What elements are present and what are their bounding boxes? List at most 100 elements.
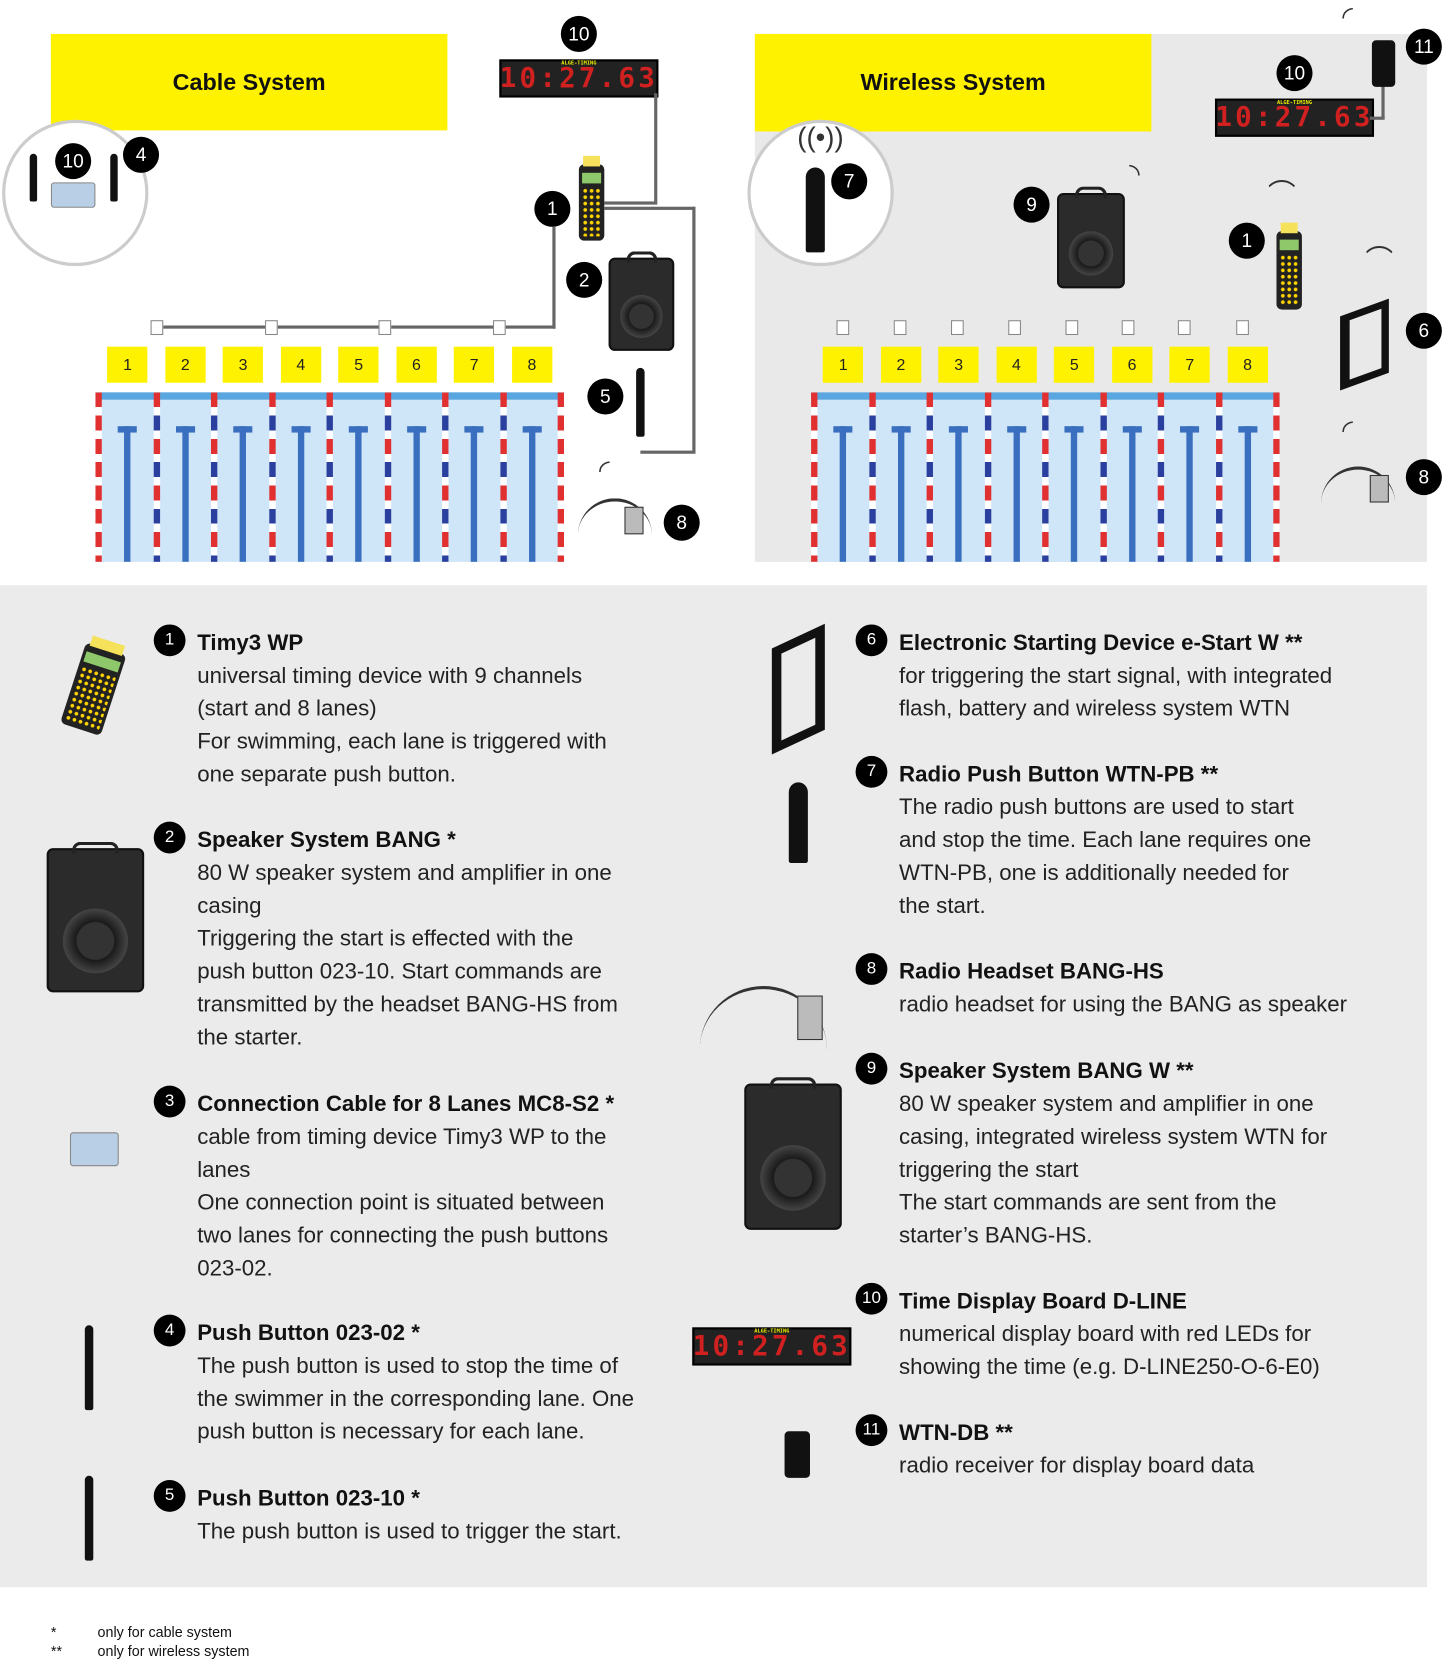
connection-point	[893, 320, 907, 336]
item-description-line: numerical display board with red LEDs fo…	[899, 1322, 1312, 1347]
item-description-line: (start and 8 lanes)	[197, 696, 377, 721]
speaker-icon	[46, 841, 145, 993]
item-description-line: transmitted by the headset BANG-HS from	[197, 992, 618, 1017]
connection-point	[1065, 320, 1079, 336]
item-description-line: triggering the start	[899, 1157, 1079, 1183]
wifi-icon: ◜	[599, 453, 610, 486]
pool	[811, 392, 1280, 562]
wifi-icon: ◜	[1342, 0, 1353, 32]
lane-number: 1	[822, 346, 864, 383]
lane-marking	[413, 426, 420, 562]
headset-icon	[1321, 466, 1396, 524]
item-description-line: the starter.	[197, 1025, 303, 1050]
lane-number: 7	[1169, 346, 1210, 383]
callout-9: 9	[1013, 186, 1050, 223]
pool	[95, 392, 565, 562]
lane-rope	[210, 392, 218, 562]
lane-rope	[557, 392, 565, 562]
connection-point	[265, 320, 278, 336]
lane-rope	[153, 392, 160, 562]
item-title: Speaker System BANG W **	[899, 1059, 1194, 1084]
lane-number: 6	[396, 346, 437, 383]
connection-point	[1008, 320, 1021, 336]
lane-number: 5	[1054, 346, 1095, 383]
speaker-icon	[1057, 186, 1125, 289]
item-description-line: two lanes for connecting the push button…	[197, 1223, 609, 1248]
item-description-line: radio headset for using the BANG as spea…	[899, 992, 1348, 1017]
callout-11: 11	[1405, 28, 1442, 65]
lane-rope	[1042, 392, 1049, 562]
item-description-line: The radio push buttons are used to start	[899, 795, 1294, 820]
callout-3: 10	[55, 143, 92, 180]
lane-marking	[1128, 426, 1136, 562]
lane-marking	[470, 426, 478, 562]
lane-marking	[897, 426, 905, 562]
item-description-line: The start commands are sent from the	[899, 1190, 1277, 1215]
item-description-line: For swimming, each lane is triggered wit…	[197, 729, 607, 754]
speaker-icon	[744, 1077, 842, 1230]
item-number-badge: 7	[855, 755, 888, 788]
item-title: Timy3 WP	[197, 630, 304, 656]
timing-device-icon	[578, 155, 605, 241]
lane-rope	[1099, 392, 1107, 562]
item-description-line: casing, integrated wireless system WTN f…	[899, 1124, 1328, 1150]
push-button-icon	[110, 153, 118, 202]
lane-marking	[124, 426, 131, 562]
footnote-text: only for cable system	[97, 1624, 232, 1641]
lane-marking	[1071, 426, 1078, 562]
speaker-icon	[608, 251, 675, 351]
connection-point	[1236, 320, 1249, 336]
item-description-line: radio receiver for display board data	[899, 1453, 1255, 1478]
lane-number: 4	[996, 346, 1037, 383]
legend-panel	[0, 585, 1428, 1588]
timing-device-icon	[1276, 222, 1302, 310]
lane-marking	[1186, 426, 1193, 562]
item-description-line: the swimmer in the corresponding lane. O…	[197, 1386, 635, 1412]
item-description-line: the start.	[899, 893, 986, 919]
item-title: Time Display Board D-LINE	[899, 1289, 1187, 1314]
lane-rope	[1273, 392, 1280, 562]
item-number-badge: 11	[855, 1414, 888, 1447]
item-description-line: The push button is used to trigger the s…	[197, 1519, 622, 1544]
item-description-line: push button is necessary for each lane.	[197, 1419, 585, 1444]
lane-marking	[1244, 426, 1251, 562]
connection-point	[150, 320, 164, 336]
lane-number: 1	[107, 346, 148, 383]
lane-number: 3	[938, 346, 979, 383]
lane-number: 8	[511, 346, 553, 383]
radio-receiver-icon	[784, 1431, 810, 1478]
item-description-line: showing the time (e.g. D-LINE250-O-6-E0)	[899, 1354, 1320, 1380]
callout-2: 2	[566, 261, 603, 298]
lane-marking	[355, 426, 362, 562]
callout-4: 4	[122, 136, 160, 173]
lane-rope	[811, 392, 818, 562]
item-description-line: casing	[197, 893, 262, 919]
radio-receiver-icon	[1371, 40, 1396, 87]
item-description-line: flash, battery and wireless system WTN	[899, 696, 1291, 721]
lane-marking	[955, 426, 962, 562]
radio-push-button-icon	[788, 782, 808, 864]
connection-point	[1177, 320, 1191, 336]
lane-marking	[182, 426, 189, 562]
item-description-line: push button 023-10. Start commands are	[197, 959, 602, 984]
item-title: Speaker System BANG *	[197, 828, 456, 853]
lane-marking	[839, 426, 847, 562]
footnote-text: only for wireless system	[97, 1643, 250, 1660]
lane-marking	[239, 426, 247, 562]
lane-rope	[326, 392, 333, 562]
lane-rope	[442, 392, 449, 562]
connection-point	[378, 320, 392, 336]
item-description-line: lanes	[197, 1157, 251, 1183]
lane-number: 2	[165, 346, 206, 383]
